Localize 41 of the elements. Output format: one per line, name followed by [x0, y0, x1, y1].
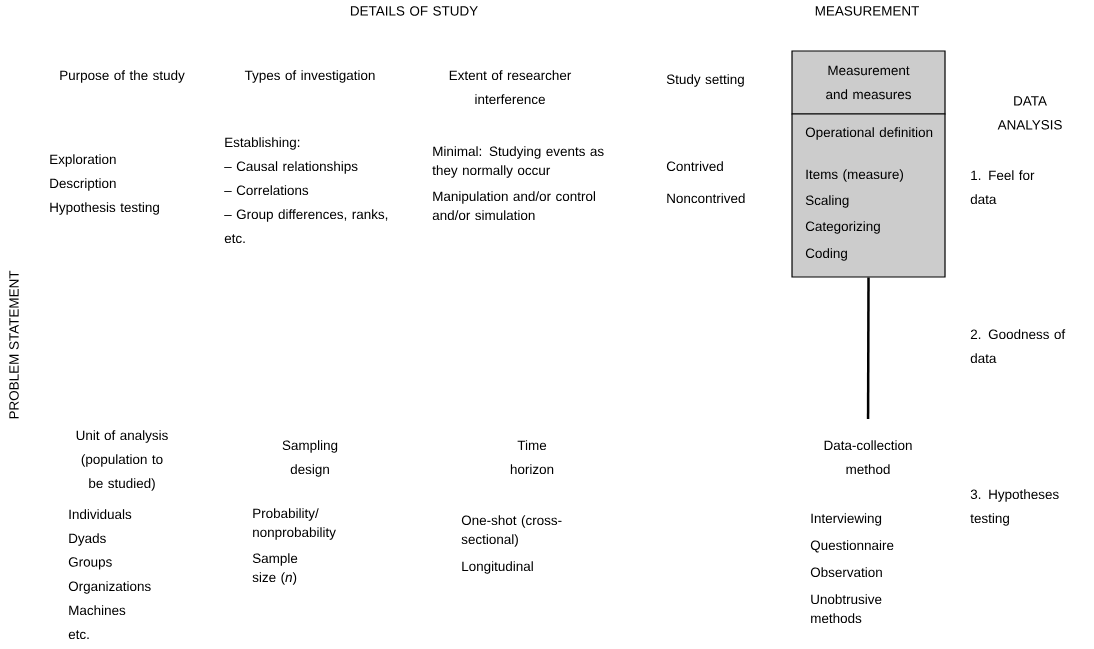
list-item: Observation [810, 567, 882, 578]
list-item: Unobtrusive methods [811, 594, 882, 624]
column-heading: Data-collection method [824, 440, 912, 475]
list-item: 2. Goodness of data [970, 329, 1066, 364]
section-heading: DETAILS OF STUDY [350, 6, 478, 16]
list-item: Probability/ nonprobability [253, 508, 336, 540]
list-item: Exploration [50, 154, 116, 167]
list-item: 3. Hypotheses testing [970, 489, 1059, 526]
list-item: 1. Feel for data [970, 170, 1035, 205]
list-item: – Group differences, ranks, etc. [224, 209, 388, 244]
list-item: Organizations [68, 581, 151, 594]
list-item: Machines etc. [68, 605, 126, 640]
section-heading: MEASUREMENT [815, 6, 919, 16]
list-item: Individuals [69, 509, 132, 520]
connector-line [866, 277, 870, 419]
column-heading: Types of investigation [244, 70, 375, 83]
column-heading: DATA ANALYSIS [997, 96, 1062, 130]
column-heading: Purpose of the study [60, 70, 185, 83]
list-item: Hypothesis testing [50, 202, 159, 215]
column-heading: Time horizon [510, 440, 554, 475]
list-item: Manipulation and/or control and/or simulation [432, 191, 595, 221]
list-item: Contrived [666, 161, 723, 172]
list-item: – Correlations [224, 185, 309, 196]
list-item: Minimal: Studying events as they normally occur [432, 146, 604, 178]
column-heading: Sampling design [282, 440, 338, 477]
list-item: Sample size (n) [252, 553, 298, 585]
heading-box: Measurement and measures [791, 50, 946, 115]
list-item: Questionnaire [810, 540, 894, 553]
axis-title: PROBLEM STATEMENT [9, 270, 19, 419]
list-item: Groups [68, 557, 112, 570]
list-item: Establishing: [225, 137, 300, 150]
list-item: Dyads [69, 533, 106, 546]
list-item: Description [50, 178, 116, 191]
column-heading: Extent of researcher interference [449, 70, 572, 105]
column-heading: Unit of analysis (population to be studied) [76, 430, 168, 491]
list-item: One-shot (cross-sectional) [461, 515, 562, 547]
list-item: Interviewing [811, 513, 882, 526]
list-item: Longitudinal [462, 561, 533, 574]
list-item: Noncontrived [667, 193, 745, 204]
column-heading: Study setting [666, 74, 744, 87]
list-item: – Causal relationships [224, 161, 358, 174]
